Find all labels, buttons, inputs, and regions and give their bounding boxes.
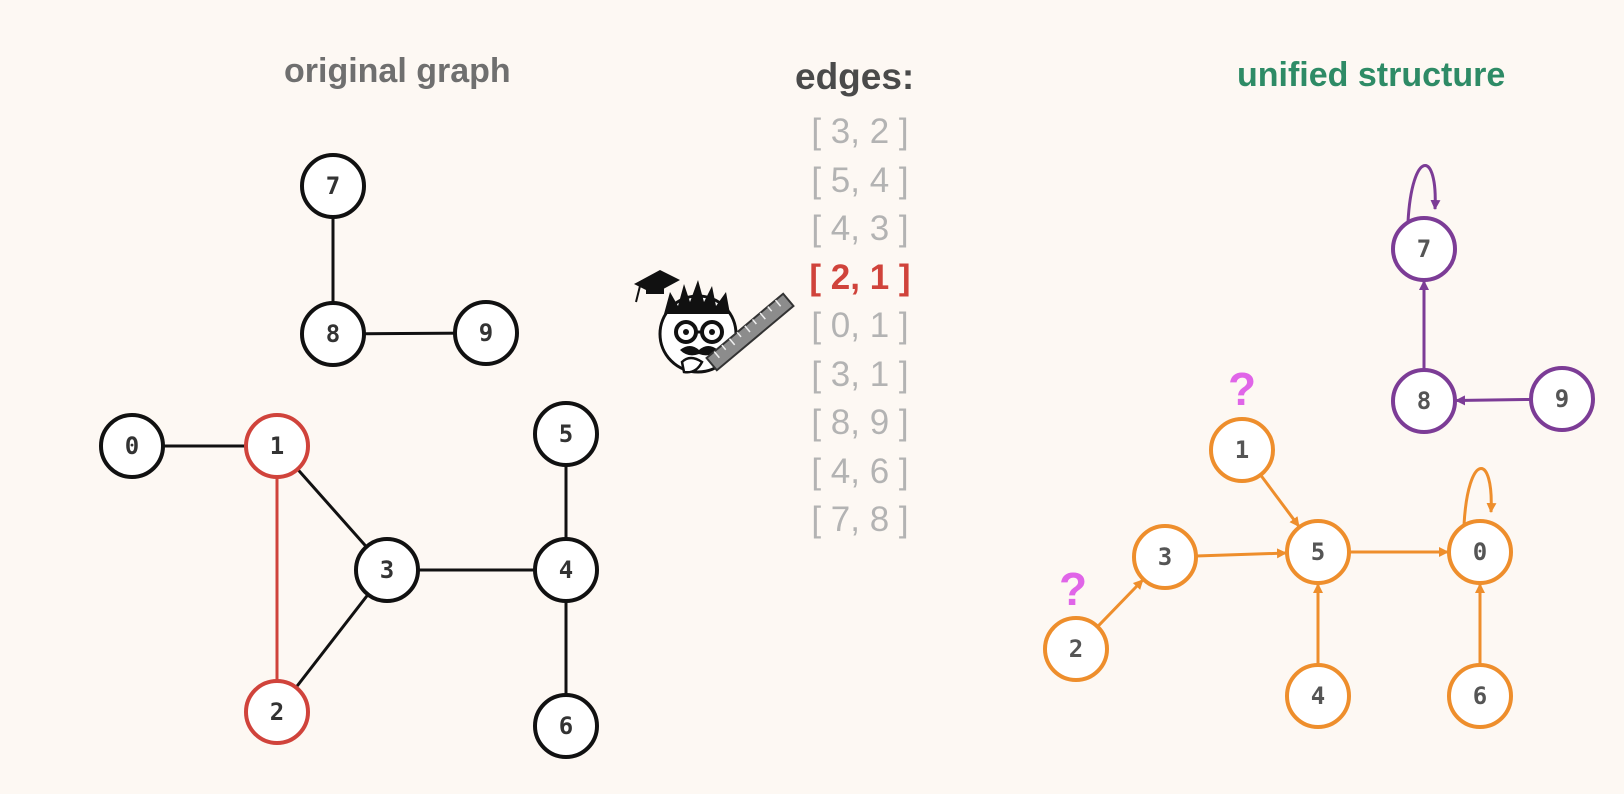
edge-item: [ 0, 1 ] [811,306,909,345]
edge-3-2 [275,569,389,713]
node-label: 2 [270,698,284,726]
unified-node-6: 6 [1447,663,1513,729]
node-label: 8 [1417,387,1431,415]
unified-node-0: 0 [1447,467,1513,585]
unified-node-9: 9 [1529,366,1595,432]
unified-node-7: 7 [1391,164,1457,282]
unified-node-2: 2? [1043,563,1109,682]
node-label: 9 [1555,385,1569,413]
edges-title: edges: [795,56,915,97]
node-label: 4 [559,556,573,584]
arrow-9-to-8 [1454,395,1532,406]
node-6: 6 [533,693,599,759]
node-label: 3 [1158,543,1172,571]
edge-item: [ 3, 2 ] [811,112,909,151]
edge-1-3 [275,445,389,571]
node-label: 7 [1417,235,1431,263]
edge-item: [ 5, 4 ] [811,160,909,200]
node-label: 3 [380,556,394,584]
node-label: 1 [1235,436,1249,464]
node-label: 0 [1473,538,1487,566]
edge-item: [ 3, 1 ] [811,354,909,394]
unified-node-3: 3 [1132,524,1198,590]
node-5: 5 [533,401,599,467]
arrow-2-to-3 [1096,578,1144,628]
edge-item: [ 4, 3 ] [811,209,909,248]
node-1: 1 [244,413,310,479]
node-label: 6 [1473,682,1487,710]
graduation-cap-icon [634,270,680,303]
edge-item: [ 7, 8 ] [811,500,909,539]
arrow-3-to-5 [1195,548,1288,559]
node-label: 4 [1311,682,1325,710]
original-nodes: 7 8 9 0 1 3 2 5 4 6 [99,153,599,759]
question-mark: ? [1059,563,1087,615]
question-mark: ? [1228,363,1256,415]
original-graph-title: original graph [284,52,511,90]
professor-with-ruler-icon [634,270,795,374]
node-label: 5 [559,420,573,448]
node-label: 0 [125,432,139,460]
node-0: 0 [99,413,165,479]
node-label: 6 [559,712,573,740]
unified-node-8: 8 [1391,368,1457,434]
unified-node-1: 1? [1209,363,1275,483]
node-label: 9 [479,319,493,347]
node-3: 3 [354,537,420,603]
original-links [132,186,568,726]
node-9: 9 [453,300,519,366]
node-label: 2 [1069,635,1083,663]
node-label: 8 [326,320,340,348]
self-loop [1462,467,1497,526]
arrow-1-to-5 [1259,473,1301,528]
unified-node-5: 5 [1285,519,1351,585]
node-label: 1 [270,432,284,460]
node-4: 4 [533,537,599,603]
node-8: 8 [300,301,366,367]
edge-8-9 [332,331,487,336]
node-label: 7 [326,172,340,200]
edge-list: [ 3, 2 ] [ 5, 4 ] [ 4, 3 ] [ 2, 1 ] [ 0, 1 ]… [800,108,920,545]
edge-item-active: [ 2, 1 ] [809,257,911,297]
node-7: 7 [300,153,366,219]
unified-nodes: 7 8 9 1? 3 5 0 2? 4 6 [1043,164,1595,729]
edge-item: [ 8, 9 ] [811,403,909,442]
unified-structure-title: unified structure [1237,56,1506,94]
unified-node-4: 4 [1285,663,1351,729]
node-2: 2 [244,679,310,745]
self-loop [1406,164,1441,223]
edge-item: [ 4, 6 ] [811,451,909,491]
node-label: 5 [1311,538,1325,566]
unified-arrows [1096,280,1532,665]
